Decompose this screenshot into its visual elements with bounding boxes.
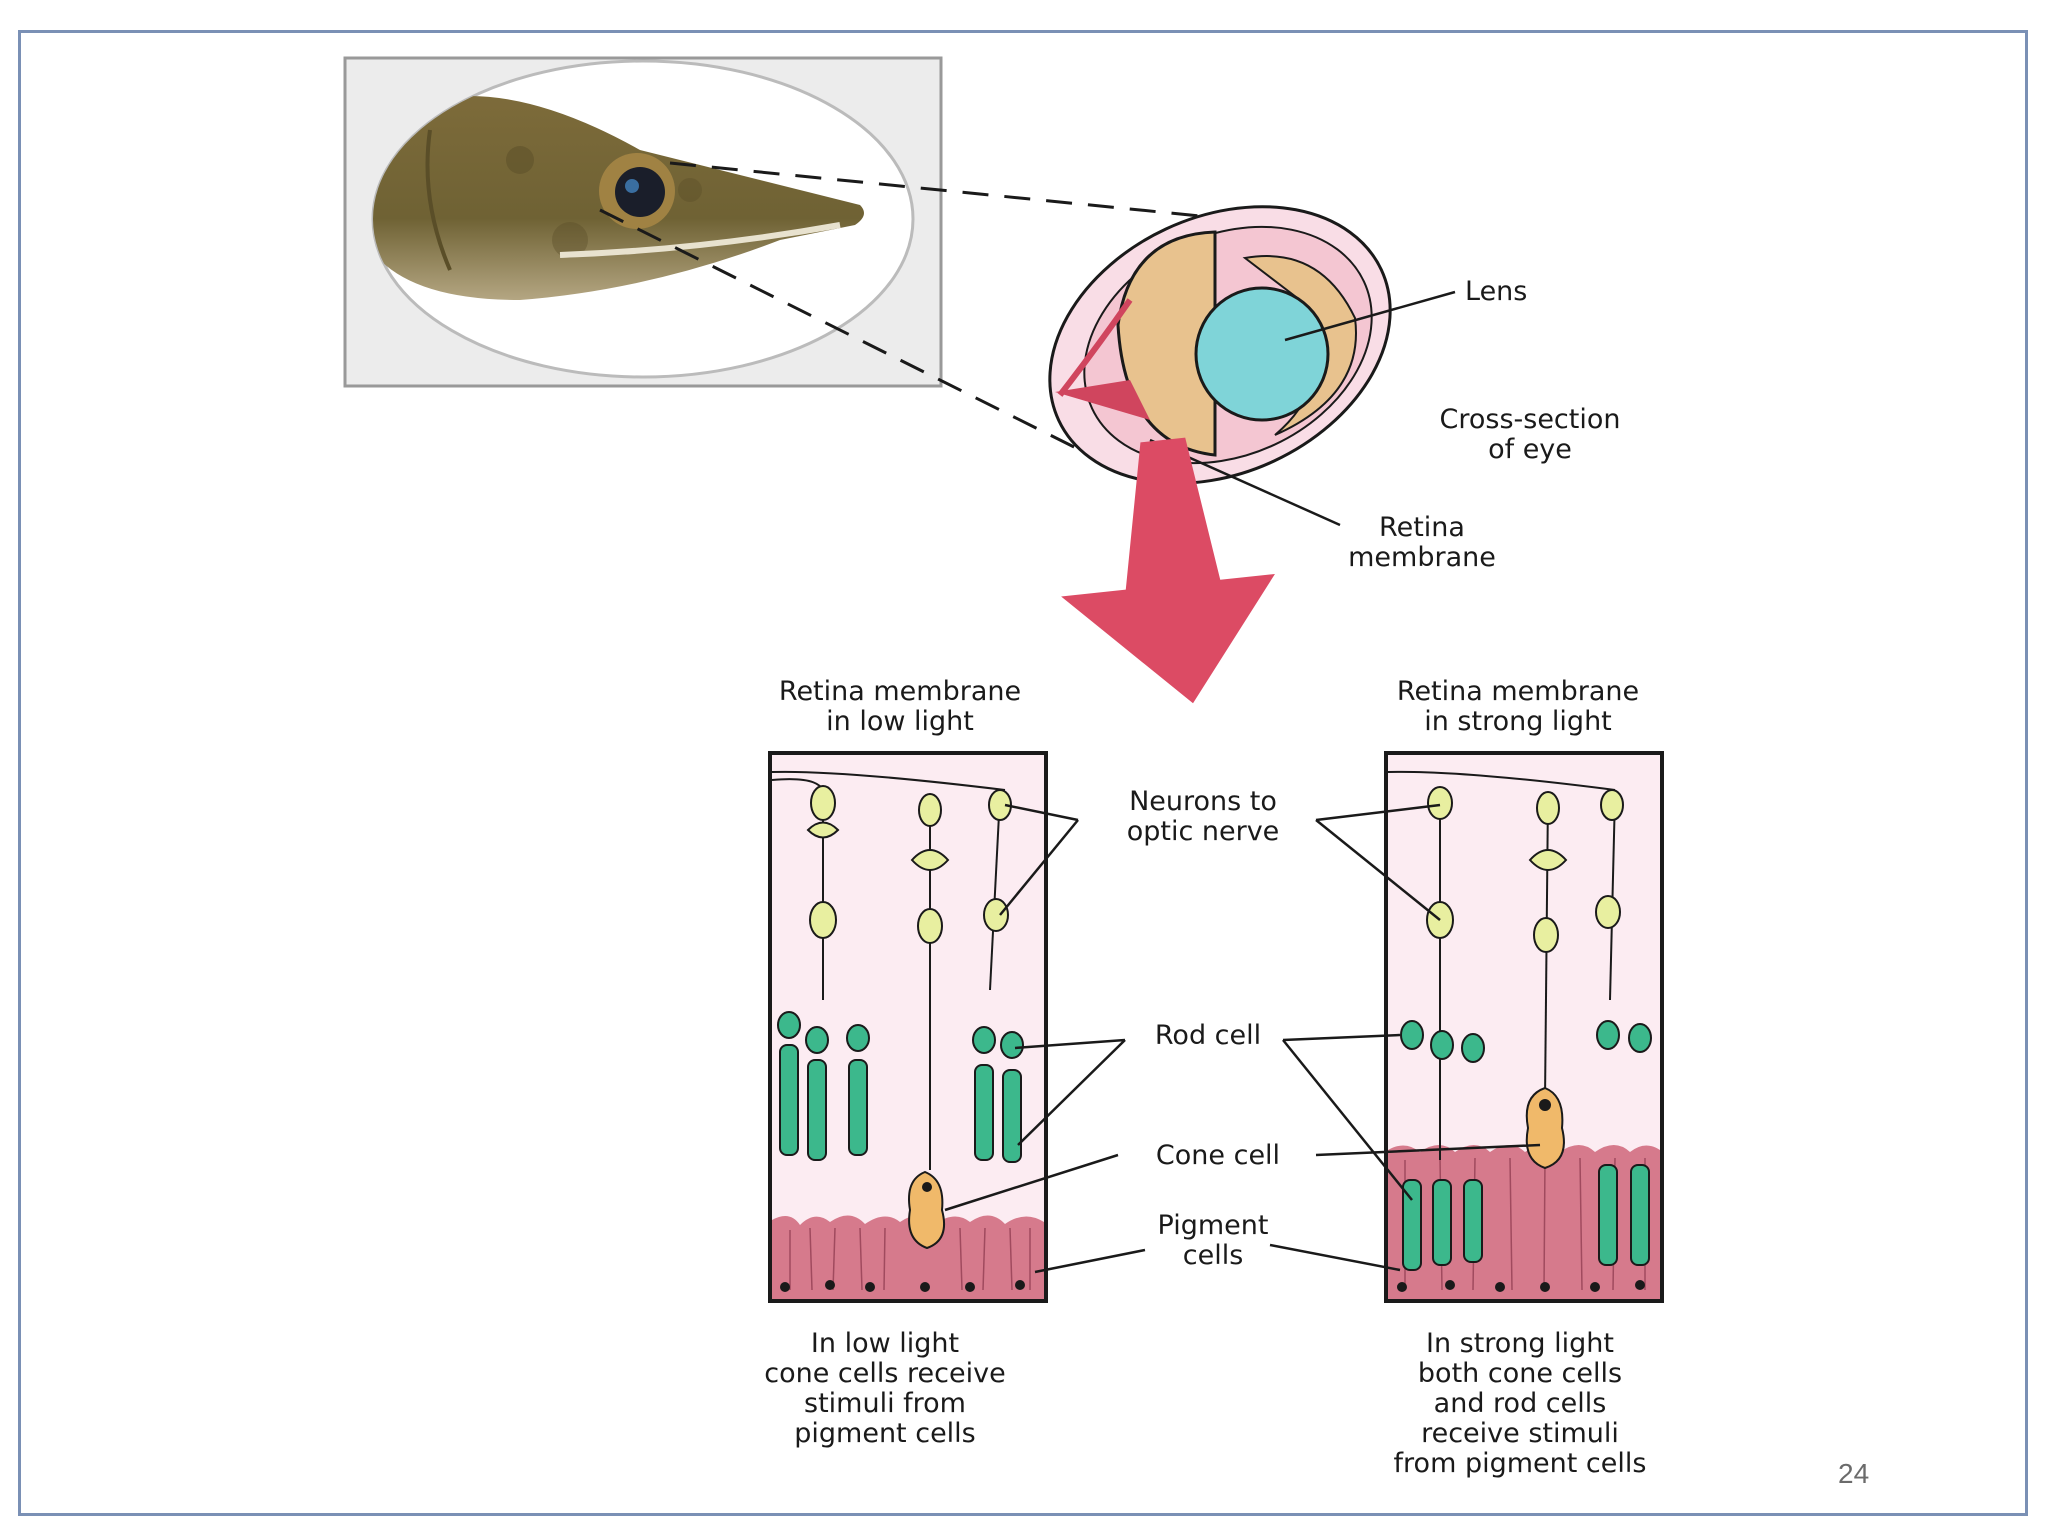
cross-section-label-2: of eye [1488, 434, 1572, 465]
low-caption-line: In low light [811, 1328, 959, 1359]
low-caption-line: pigment cells [794, 1418, 976, 1449]
strong-light-title-2: in strong light [1424, 706, 1612, 737]
strong-caption-line: both cone cells [1418, 1358, 1622, 1389]
pigment-label-1: Pigment [1158, 1210, 1269, 1241]
low-caption-line: stimuli from [804, 1388, 966, 1419]
retina-label-1: Retina [1379, 512, 1465, 543]
pigment-label-2: cells [1183, 1240, 1244, 1271]
eye-cross-section [1048, 205, 1456, 527]
cone-cell-label: Cone cell [1156, 1140, 1280, 1171]
down-arrow [1061, 437, 1275, 704]
label-leader-lines [944, 803, 1541, 1274]
projection-lines [599, 161, 1261, 477]
retina-panel-low-light [768, 751, 1048, 1303]
strong-caption-line: and rod cells [1434, 1388, 1607, 1419]
neurons-label-2: optic nerve [1127, 816, 1280, 847]
neurons-label-1: Neurons to [1129, 786, 1277, 817]
retina-panel-strong-light [1384, 751, 1664, 1303]
strong-light-caption: In strong light both cone cells and rod … [1394, 1328, 1647, 1479]
strong-light-title-1: Retina membrane [1397, 676, 1639, 707]
lens-shape [1194, 286, 1330, 422]
page-number: 24 [1838, 1458, 1870, 1489]
cross-section-label-1: Cross-section [1440, 404, 1621, 435]
fish-head-photo [343, 56, 943, 388]
strong-caption-line: In strong light [1426, 1328, 1614, 1359]
lens-label: Lens [1465, 276, 1527, 307]
rod-cell-label: Rod cell [1155, 1020, 1261, 1051]
low-light-caption: In low light cone cells receive stimuli … [764, 1328, 1005, 1449]
low-light-title-2: in low light [826, 706, 974, 737]
retina-label-2: membrane [1348, 542, 1496, 573]
strong-caption-line: receive stimuli [1421, 1418, 1619, 1449]
low-light-title-1: Retina membrane [779, 676, 1021, 707]
low-caption-line: cone cells receive [764, 1358, 1005, 1389]
strong-caption-line: from pigment cells [1394, 1448, 1647, 1479]
